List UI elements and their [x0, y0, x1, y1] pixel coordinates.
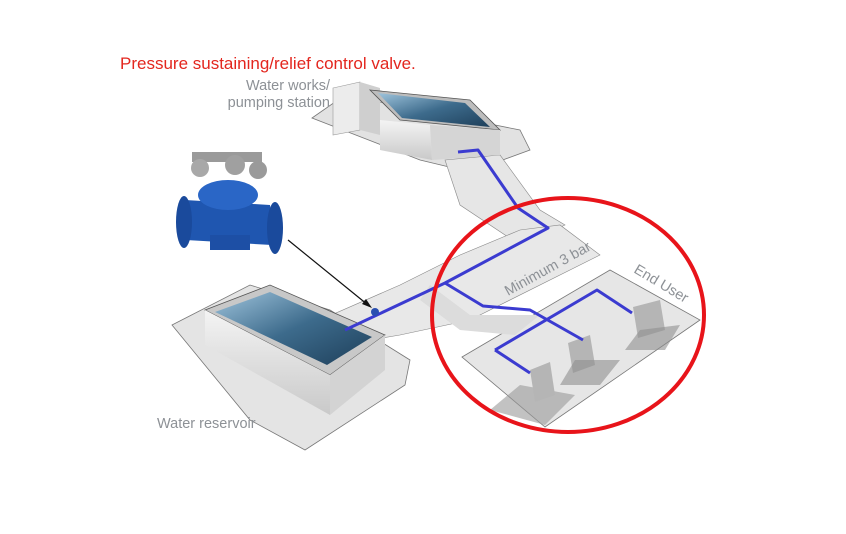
- end-user-pipe: [494, 288, 633, 352]
- label-pumping-station: pumping station: [228, 95, 330, 111]
- control-valve-image: [176, 152, 283, 254]
- path-branch: [420, 285, 540, 335]
- pointer-arrow: [287, 239, 369, 306]
- end-user-highlight-circle: [430, 196, 706, 434]
- end-user-buildings: [490, 300, 680, 425]
- pipe-network: [344, 148, 633, 375]
- water-reservoir-tank: [204, 284, 386, 415]
- label-water-works: Water works/: [246, 78, 331, 94]
- arrowhead-icon: [362, 299, 372, 308]
- main-pipe: [344, 148, 550, 332]
- valve-location-marker: [371, 308, 379, 316]
- end-user-pipe-2: [494, 348, 531, 375]
- label-water-reservoir: Water reservoir: [157, 416, 256, 432]
- branch-pipe: [444, 281, 584, 342]
- water-works-building: [332, 81, 502, 160]
- diagram-title: Pressure sustaining/relief control valve…: [120, 54, 416, 73]
